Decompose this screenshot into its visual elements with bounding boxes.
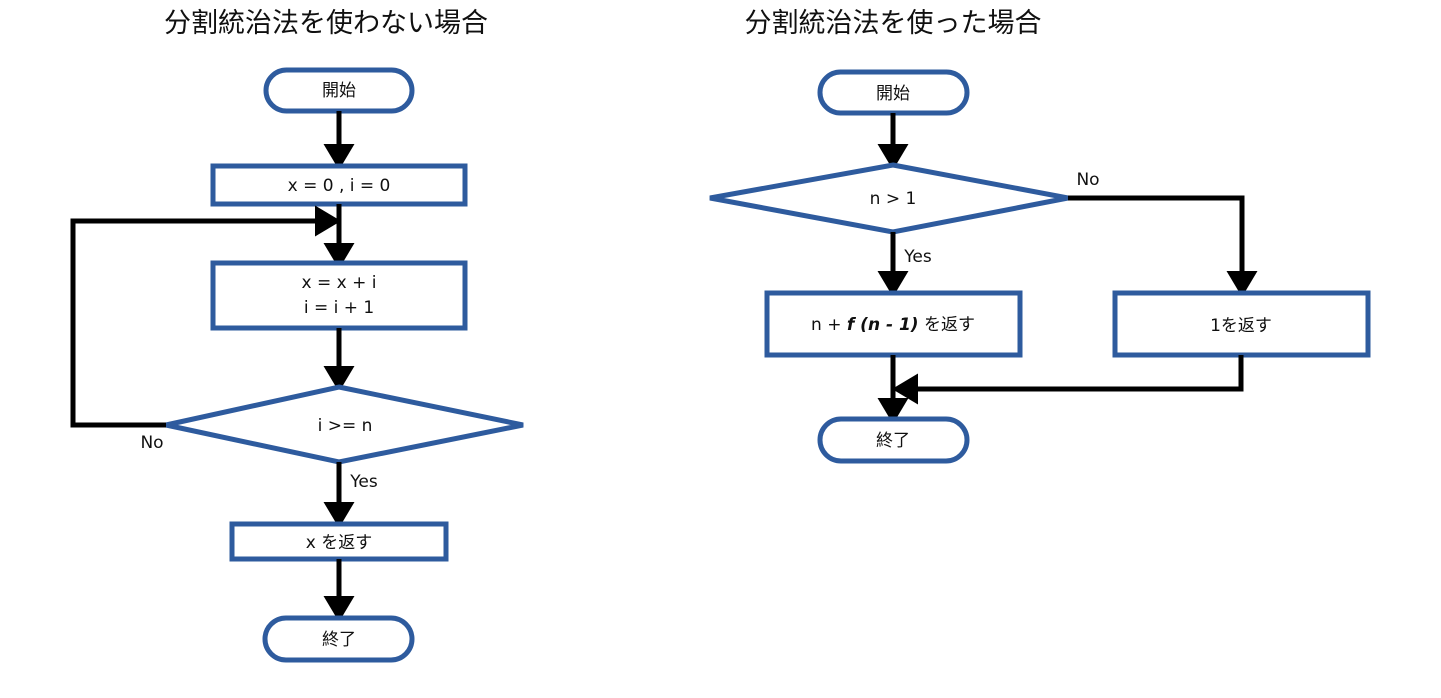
edge-label-yes-left: Yes	[349, 472, 378, 492]
edge-label-no-right: No	[1076, 170, 1099, 190]
node-recurse-right-label: n + f (n - 1) を返す	[811, 315, 975, 335]
node-loop-body-left: x = x + i i = i + 1	[210, 260, 468, 331]
node-decision-left-label: i >= n	[318, 416, 373, 436]
node-start-right-label: 開始	[876, 84, 910, 104]
node-base-case-right-label: 1を返す	[1210, 316, 1272, 336]
node-return-left-label: x を返す	[306, 533, 372, 553]
chart-with-divide-and-conquer: 分割統治法を使った場合 開始 n > 1 No Yes	[709, 8, 1371, 464]
chart-without-divide-and-conquer: 分割統治法を使わない場合 開始 x = 0 , i = 0 x = x + i …	[70, 8, 524, 663]
chart-title-left: 分割統治法を使わない場合	[164, 8, 488, 39]
chart-title-right: 分割統治法を使った場合	[745, 8, 1042, 39]
node-init-left: x = 0 , i = 0	[210, 163, 468, 207]
node-end-right-label: 終了	[876, 431, 910, 451]
connector-no-to-base-case-right	[1068, 195, 1258, 297]
node-return-left: x を返す	[229, 521, 449, 562]
node-recurse-right: n + f (n - 1) を返す	[764, 290, 1023, 358]
edge-label-yes-right: Yes	[903, 247, 932, 267]
node-end-right: 終了	[817, 416, 970, 464]
node-start-right: 開始	[817, 69, 970, 116]
node-init-left-label: x = 0 , i = 0	[288, 176, 391, 196]
node-start-left-label: 開始	[322, 81, 356, 101]
node-recurse-suffix: を返す	[919, 315, 975, 335]
connector-base-case-to-merge-right	[892, 355, 1244, 405]
node-recurse-italic: f (n - 1)	[847, 315, 919, 335]
node-decision-right: n > 1	[709, 162, 1069, 235]
node-base-case-right: 1を返す	[1112, 290, 1371, 358]
node-start-left: 開始	[263, 67, 415, 114]
edge-label-no-left: No	[140, 433, 163, 453]
node-end-left-label: 終了	[322, 630, 356, 650]
node-decision-left: i >= n	[165, 384, 524, 465]
node-loop-body-left-line1: x = x + i	[302, 273, 377, 293]
node-loop-body-left-line2: i = i + 1	[304, 298, 374, 318]
connector-no-loopback-left	[70, 205, 341, 428]
node-end-left: 終了	[262, 615, 415, 663]
node-recurse-prefix: n +	[811, 315, 847, 335]
node-decision-right-label: n > 1	[870, 189, 917, 209]
